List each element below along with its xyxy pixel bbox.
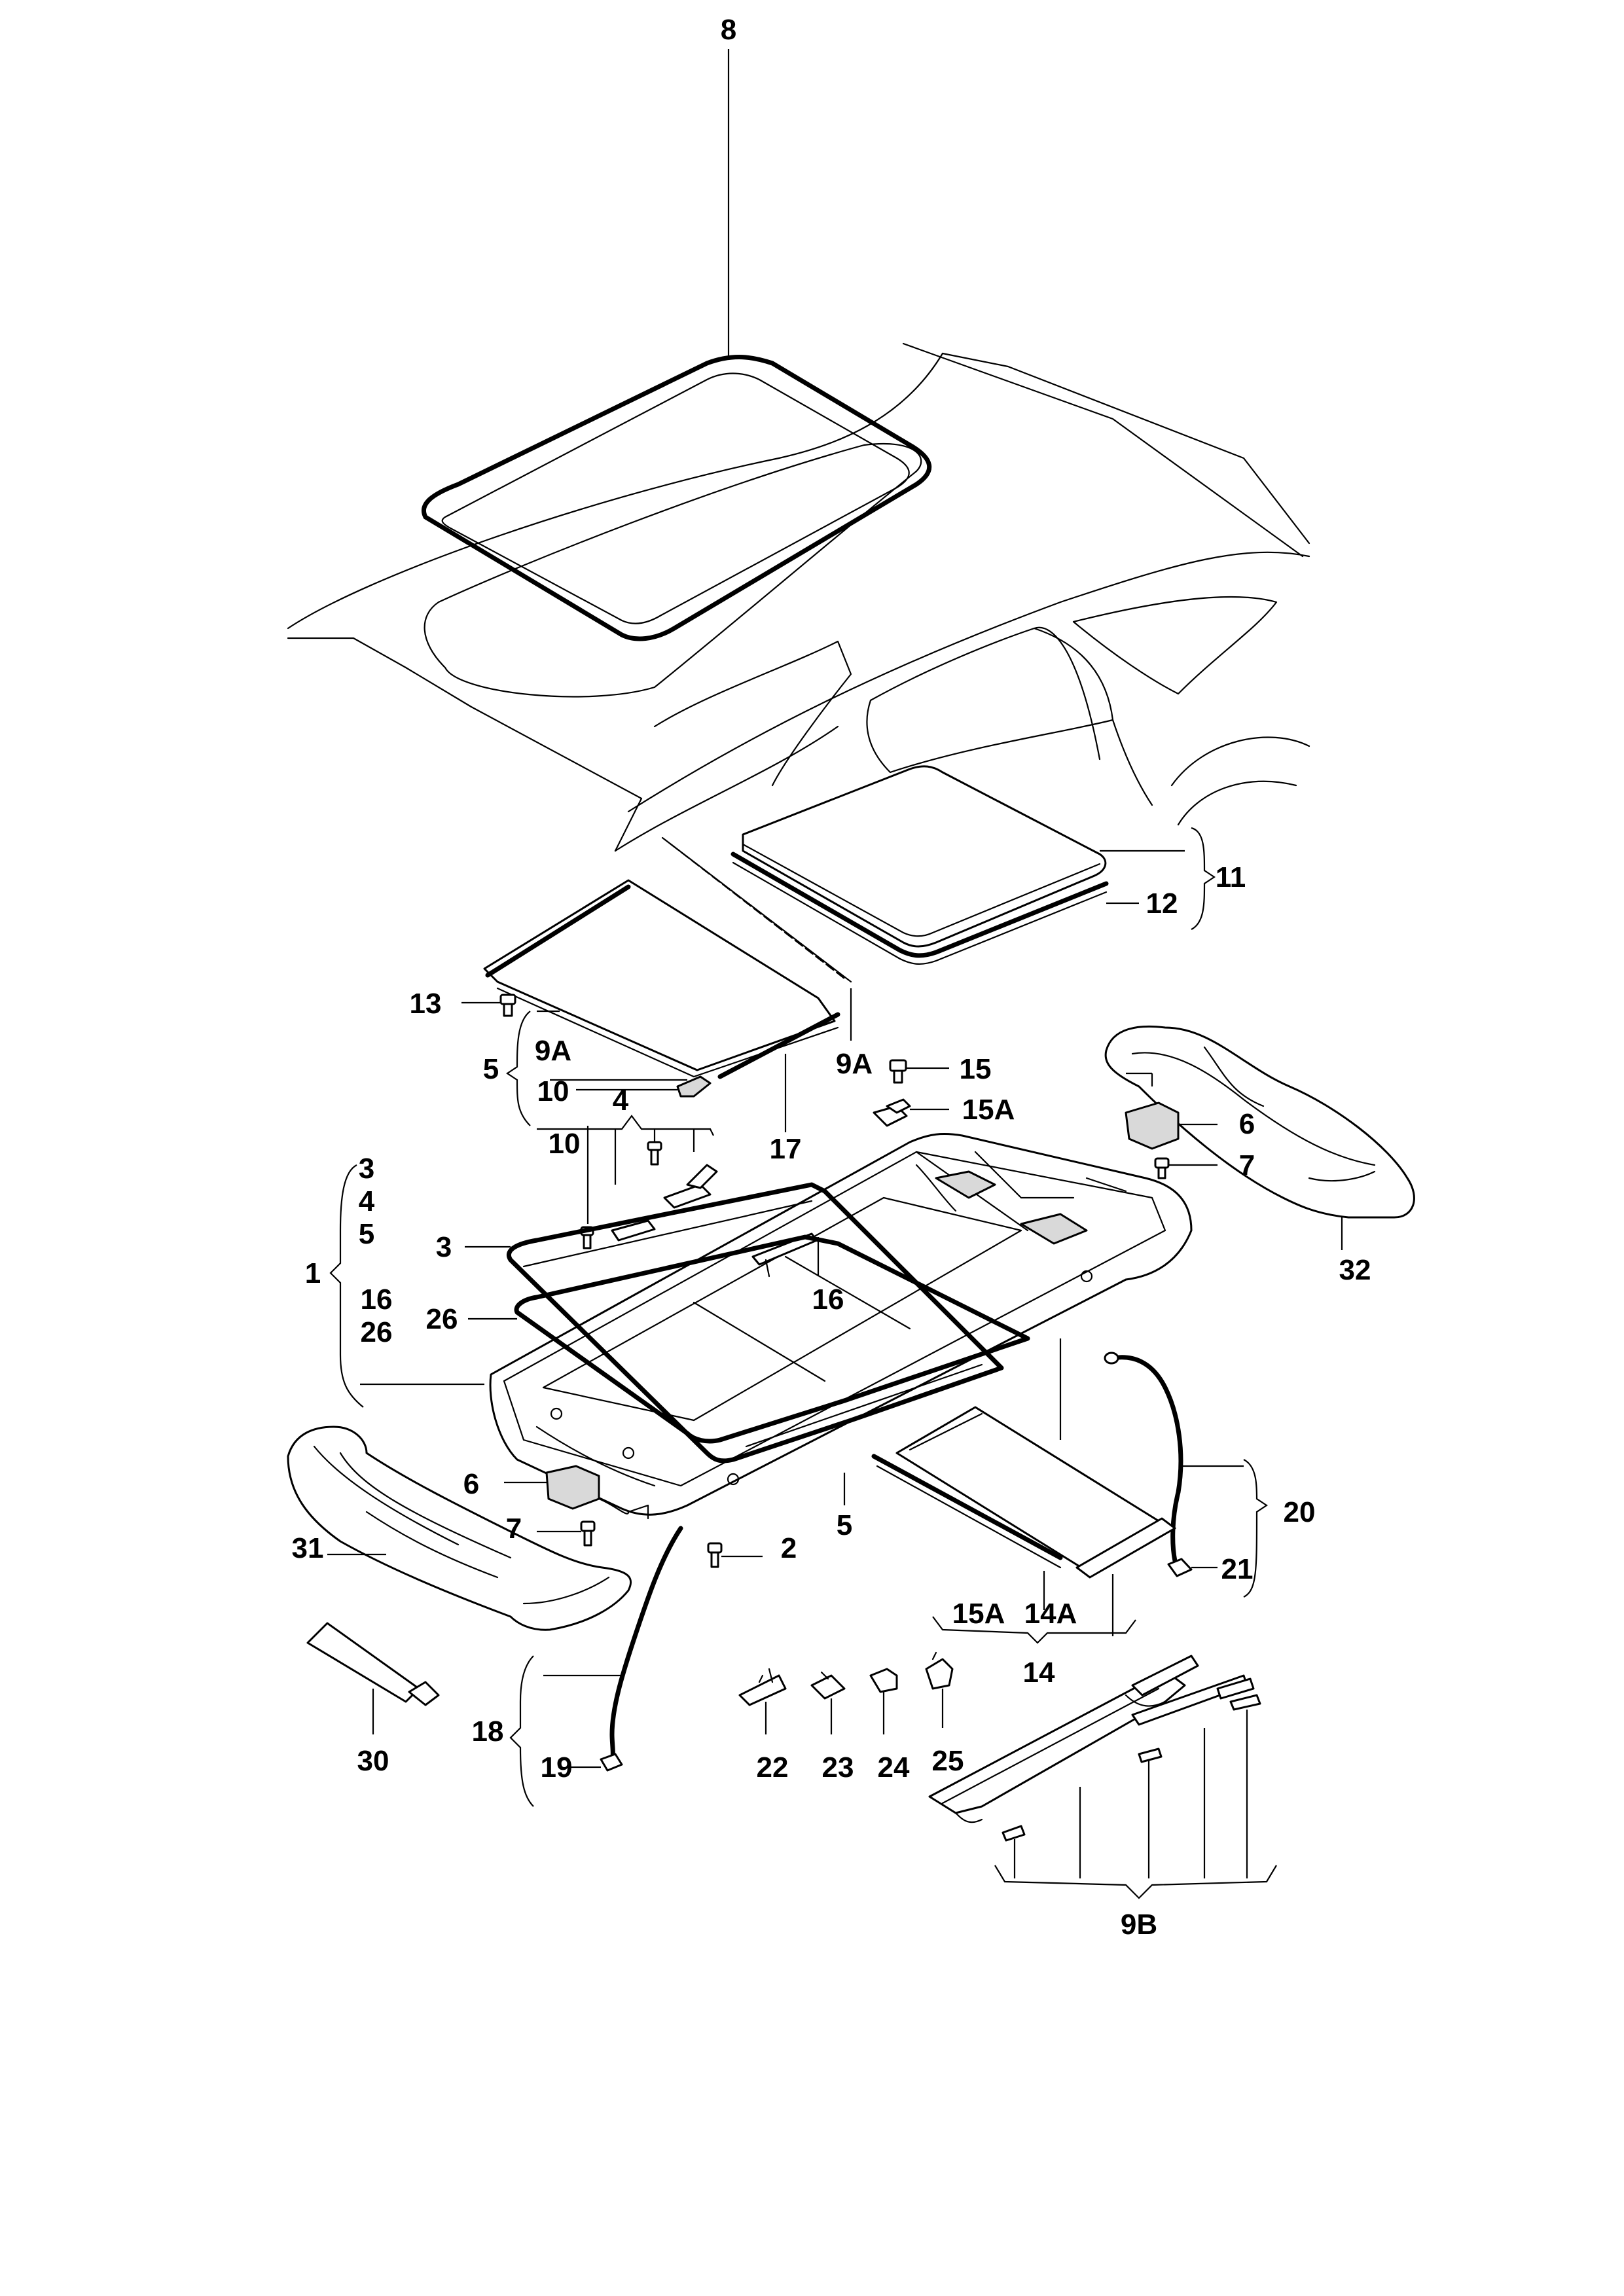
part-7-screw-lower	[537, 1520, 596, 1547]
part-13-screw	[461, 994, 516, 1017]
part-8-roof-seal	[422, 49, 932, 641]
part-2-screw	[707, 1542, 763, 1568]
label-32: 32	[1339, 1254, 1371, 1286]
part-32-rear-panel	[1104, 1025, 1415, 1250]
label-2: 2	[781, 1532, 797, 1564]
part-1-bracket	[329, 1164, 484, 1408]
label-20: 20	[1284, 1496, 1316, 1528]
label-5-upper: 5	[483, 1053, 499, 1085]
label-7-upper: 7	[1239, 1149, 1255, 1181]
label-22: 22	[757, 1751, 789, 1784]
part-14-sunshade	[871, 1338, 1176, 1644]
label-9b: 9B	[1121, 1909, 1157, 1941]
part-19-clip	[569, 1753, 623, 1772]
label-6-lower: 6	[463, 1468, 479, 1500]
label-1: 1	[305, 1257, 321, 1289]
label-1-sub-5: 5	[359, 1218, 374, 1250]
label-25: 25	[932, 1745, 964, 1777]
part-30-tube	[306, 1622, 440, 1734]
part-5-sunshade-panel	[483, 836, 852, 1132]
part-23-clip	[810, 1671, 846, 1734]
part-26-seal	[468, 1234, 1030, 1444]
label-9a-left: 9A	[535, 1035, 571, 1067]
label-9a-right: 9A	[836, 1048, 873, 1080]
label-26: 26	[426, 1303, 458, 1335]
label-23: 23	[822, 1751, 854, 1784]
part-15a-clip	[873, 1098, 949, 1127]
label-24: 24	[878, 1751, 910, 1784]
label-10-lower: 10	[549, 1128, 581, 1160]
part-21-clip	[1167, 1558, 1218, 1577]
part-10-clip	[576, 1075, 712, 1098]
part-1-sunroof-frame	[489, 1132, 1193, 1516]
label-15a: 15A	[962, 1094, 1015, 1126]
part-31-front-panel	[287, 1426, 632, 1631]
part-6-motor-upper	[1125, 1072, 1218, 1150]
label-5-lower: 5	[837, 1509, 852, 1541]
label-1-sub-3: 3	[359, 1153, 374, 1185]
label-7-lower: 7	[506, 1513, 522, 1545]
part-25-clip	[925, 1651, 954, 1728]
label-8: 8	[721, 14, 736, 46]
label-14: 14	[1023, 1657, 1055, 1689]
label-15: 15	[960, 1053, 992, 1085]
part-labels: 8 11 12 13 5 9A 10 9A 17 15 15A 4 10 1 3…	[292, 14, 1371, 1941]
label-30: 30	[357, 1745, 389, 1777]
label-1-sub-16: 16	[361, 1283, 393, 1316]
label-4: 4	[613, 1085, 629, 1117]
part-15-screw	[889, 1059, 949, 1084]
label-13: 13	[410, 988, 442, 1020]
part-9b-mechanism	[928, 1655, 1277, 1899]
label-1-sub-4: 4	[359, 1185, 375, 1217]
part-4-bracket-set	[537, 1115, 718, 1249]
label-11: 11	[1216, 861, 1246, 893]
part-7-screw-upper	[1154, 1157, 1218, 1179]
label-16: 16	[812, 1283, 844, 1316]
label-15a-bottom: 15A	[952, 1598, 1005, 1630]
part-18-drain-hose	[509, 1526, 683, 1807]
label-3: 3	[436, 1231, 452, 1263]
label-19: 19	[541, 1751, 573, 1784]
part-22-clip	[738, 1668, 787, 1734]
label-17: 17	[770, 1133, 802, 1165]
label-12: 12	[1146, 888, 1178, 920]
label-1-sub-26: 26	[361, 1316, 393, 1348]
part-6-motor-lower	[504, 1465, 649, 1520]
label-6-upper: 6	[1239, 1108, 1255, 1140]
label-31: 31	[292, 1532, 324, 1564]
label-18: 18	[472, 1715, 504, 1748]
label-14a: 14A	[1024, 1598, 1077, 1630]
label-21: 21	[1221, 1553, 1254, 1585]
part-24-clip	[869, 1668, 898, 1734]
part-11-glass-panel	[731, 765, 1216, 965]
label-10-upper: 10	[537, 1075, 569, 1107]
car-body-outline	[287, 342, 1310, 852]
